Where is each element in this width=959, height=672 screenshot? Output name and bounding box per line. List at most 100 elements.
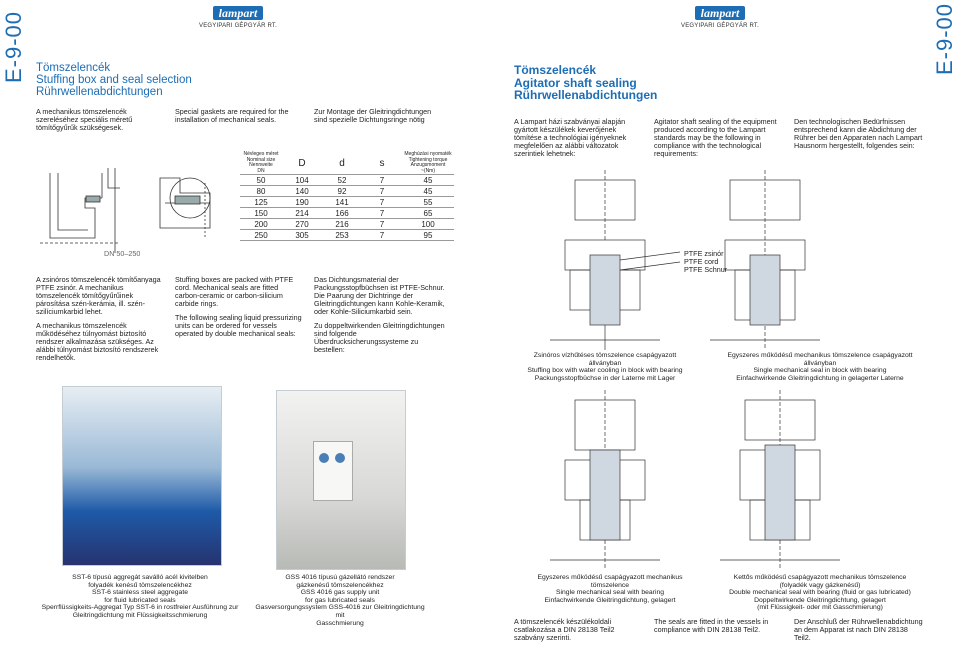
logo-right: lampart VEGYIPARI GÉPGYÁR RT. [680,4,760,29]
left-body-de: Das Dichtungsmaterial der Packungsstopfb… [314,276,446,354]
logo-subtitle: VEGYIPARI GÉPGYÁR RT. [199,23,277,29]
page-code-right: E-9-00 [932,3,957,76]
cell: 104 [282,174,322,186]
header-s: s [362,152,402,175]
body-hu-2: A mechanikus tömszelencék működéséhez tú… [36,321,159,362]
cell: 92 [322,185,362,197]
left-title-hu: Tömszelencék [36,62,111,74]
caption-line: (folyadék vagy gázkenésű) [779,581,861,589]
caption-line: GSS 4016 típusú gázellátó rendszer [285,574,395,581]
caption-line: GSS 4016 gas supply unit [300,589,380,597]
gss-gauge-2 [335,453,345,463]
ptfe-label-de: PTFE Schnur [684,265,728,274]
caption-line: SST-6 típusú aggregát saválló acél kivit… [72,574,208,581]
header-torque: Meghúzási nyomaték Tightening torque Anz… [402,151,454,175]
header-torque-en: Tightening torque [408,156,448,163]
caption-line: Egyszeres működésű csapágyazott mechanik… [537,574,683,589]
ptfe-labels: PTFE zsinór PTFE cord PTFE Schnur [684,250,764,274]
page-code-left: E-9-00 [1,10,26,83]
gasket-drawing [40,168,211,253]
caption-line: Gleitringdichtung mit Flüssigkeitsschmie… [72,611,208,619]
header-nominal-dn: DN [257,167,265,174]
caption-c: Egyszeres működésű csapágyazott mechanik… [520,574,700,604]
header-torque-unit: ~(Nm) [420,167,436,174]
gss-gauge-1 [319,453,329,463]
lampart-logo: lampart [694,6,746,20]
header-torque-de: Anzugsmoment [410,162,446,168]
cell: 253 [322,229,362,241]
gss4016-caption: GSS 4016 típusú gázellátó rendszer gázke… [250,574,430,627]
left-body-en: Stuffing boxes are packed with PTFE cord… [175,276,303,338]
ptfe-label-hu: PTFE zsinór [684,249,724,258]
table-header-row: Névleges méret Nominal size Nennweite DN… [240,151,454,175]
ptfe-label-en: PTFE cord [684,257,719,266]
caption-line: Gasversorgungssystem GSS-4016 zur Gleitr… [255,604,425,619]
cell: 45 [402,174,454,186]
right-title-de: Rührwellenabdichtungen [514,88,658,102]
right-title-en: Agitator shaft sealing [514,75,637,90]
body-de-1: Das Dichtungsmaterial der Packungsstopfb… [314,275,445,316]
header-nominal-de: Nennweite [249,162,273,168]
caption-d: Kettős működésű csapágyazott mechanikus … [720,574,920,612]
seal-drawings [550,170,840,570]
cell: 141 [322,196,362,208]
cell: 55 [402,196,454,208]
header-d: d [322,152,362,175]
body-en-2: The following sealing liquid pressurizin… [175,313,302,338]
cell: 140 [282,185,322,197]
left-intro-hu: A mechanikus tömszelencék szereléséhez s… [36,107,133,132]
cell: 65 [402,207,454,219]
caption-line: for gas lubricated seals [305,596,375,604]
caption-line: Sperrflüssigkeits-Aggregat Typ SST-6 in … [41,604,239,612]
cell: 305 [282,229,322,241]
cell: 216 [322,218,362,230]
caption-line: Double mechanical seal with bearing (flu… [729,589,911,597]
cell: 7 [362,196,402,208]
cell: 270 [282,218,322,230]
caption-b: Egyszeres működésű mechanikus tömszelenc… [720,352,920,382]
cell: 7 [362,185,402,197]
footer-de: Der Anschluß der Rührwellenabdichtung an… [794,617,923,642]
caption-line: for fluid lubricated seals [104,596,176,604]
logo-subtitle: VEGYIPARI GÉPGYÁR RT. [681,23,759,29]
gss4016-photo [276,390,406,570]
cell: 100 [402,218,454,230]
cell: 7 [362,229,402,241]
footer-en: The seals are fitted in the vessels in c… [654,617,769,634]
cell: 95 [402,229,454,241]
cell: 150 [240,207,282,219]
caption-line: Packungsstopfbüchse in der Laterne mit L… [534,374,676,382]
left-title: Tömszelencék Stuffing box and seal selec… [36,62,236,98]
caption-line: (mit Flüssigkeit- oder mit Gasschmierung… [757,604,883,612]
left-intro-en: Special gaskets are required for the ins… [175,107,289,124]
left-title-en: Stuffing box and seal selection [36,74,192,86]
lampart-logo: lampart [212,6,264,20]
caption-line: Single mechanical seal in block with bea… [753,367,887,375]
right-intro-hu: A Lampart házi szabványai alapján gyárto… [514,117,627,158]
left-intro-de: Zur Montage der Gleitringdichtungen sind… [314,107,432,124]
cell: 45 [402,185,454,197]
cell: 250 [240,229,282,241]
cell: 7 [362,174,402,186]
cell: 7 [362,207,402,219]
caption-line: folyadék kenésű tömszelencékhez [88,581,192,589]
caption-line: Doppeltwirkende Gleitringdichtung, gelag… [754,596,886,604]
header-nominal: Névleges méret Nominal size Nennweite DN [240,151,282,175]
caption-line: Kettős működésű csapágyazott mechanikus … [733,574,907,581]
gasket-table: Névleges méret Nominal size Nennweite DN… [240,151,454,241]
body-de-2: Zu doppeltwirkenden Gleitringdichtungen … [314,321,445,354]
gasket-size-table: Névleges méret Nominal size Nennweite DN… [240,151,454,241]
cell: 50 [240,174,282,186]
caption-line: Zsinóros vízhűtéses tömszelence csapágya… [533,352,677,367]
logo-left: lampart VEGYIPARI GÉPGYÁR RT. [198,4,278,29]
right-title-hu: Tömszelencék [514,63,597,77]
footer-hu: A tömszelencék készülékoldali csatlakozá… [514,617,615,642]
body-en-1: Stuffing boxes are packed with PTFE cord… [175,275,294,308]
gss-panel [313,441,353,501]
caption-line: Einfachwirkende Gleitringdichtung, gelag… [544,596,676,604]
